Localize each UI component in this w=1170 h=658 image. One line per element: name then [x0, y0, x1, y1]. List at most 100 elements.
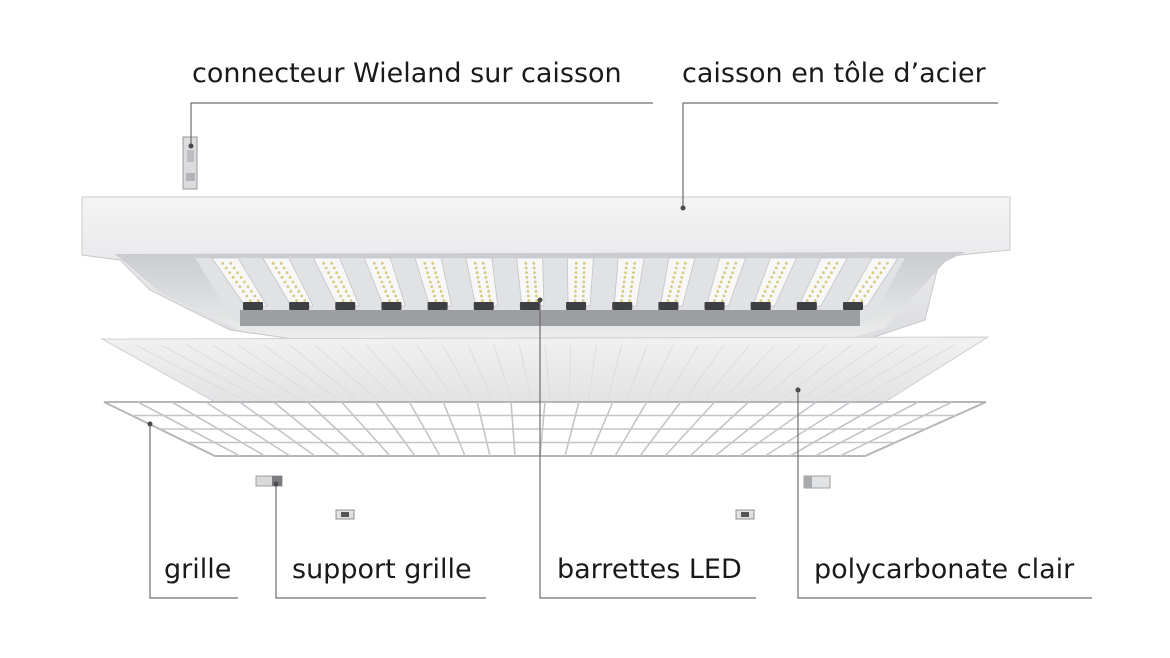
led-chip	[382, 266, 386, 270]
led-chip	[724, 289, 728, 293]
led-chip	[782, 266, 786, 270]
led-chip	[681, 271, 685, 275]
driver-block	[381, 302, 402, 310]
diffuser-rib	[314, 344, 376, 399]
led-chip	[435, 275, 439, 279]
led-chip	[675, 261, 679, 265]
led-chip	[239, 275, 243, 279]
led-chip	[670, 285, 673, 289]
led-chip	[719, 280, 723, 284]
leader-dot	[188, 143, 194, 149]
diffuser-rib	[519, 344, 531, 399]
led-bar	[312, 257, 360, 307]
leader-connector	[190, 102, 653, 146]
leader-support	[275, 484, 486, 599]
led-chip	[436, 280, 440, 284]
led-chip	[292, 294, 296, 298]
diffuser-rib	[821, 344, 904, 399]
led-chip	[876, 275, 880, 279]
led-chip	[759, 299, 763, 303]
led-chip	[628, 299, 631, 303]
leader-poly	[797, 390, 1092, 599]
led-chip	[768, 280, 771, 284]
diffuser-rib	[186, 344, 279, 399]
led-chip	[761, 294, 765, 298]
diffuser-rib	[743, 344, 802, 399]
led-chip	[283, 280, 287, 284]
led-chip	[349, 299, 353, 303]
label-polycarbonate: polycarbonate clair	[814, 554, 1075, 585]
led-chip	[672, 275, 676, 279]
driver-block	[704, 302, 725, 310]
led-chip	[271, 261, 275, 265]
led-chip	[433, 294, 436, 298]
led-chip	[475, 271, 479, 275]
led-bar	[566, 257, 594, 307]
leader-grille	[149, 424, 238, 599]
led-chip	[621, 289, 625, 293]
led-chip	[256, 299, 260, 303]
led-chip	[630, 280, 634, 284]
led-chip	[813, 285, 817, 289]
diffuser-rib	[646, 344, 674, 399]
led-chip	[295, 299, 299, 303]
led-chip	[631, 275, 635, 279]
led-chip	[297, 289, 301, 293]
led-chip	[423, 261, 427, 265]
led-chip	[228, 271, 232, 275]
led-chip	[624, 266, 628, 270]
diffuser-rib	[135, 344, 240, 399]
led-chip	[249, 289, 253, 293]
diffuser-rib	[627, 344, 648, 399]
led-chip	[813, 299, 817, 303]
led-chip	[476, 275, 480, 279]
led-bar	[798, 257, 848, 307]
leader-dot	[537, 297, 543, 303]
led-chip	[431, 289, 435, 293]
diffuser-rib	[467, 344, 493, 399]
led-chip	[527, 299, 531, 303]
led-chip	[378, 275, 382, 279]
led-chip	[286, 285, 290, 289]
led-chip	[765, 285, 769, 289]
led-chip	[288, 275, 292, 279]
led-chip	[632, 271, 635, 275]
led-chip	[824, 266, 828, 270]
led-chip	[816, 280, 820, 284]
led-chip	[866, 289, 870, 293]
led-chip	[582, 275, 586, 279]
led-chip	[243, 280, 246, 284]
led-chip	[424, 266, 428, 270]
led-chip	[253, 294, 257, 298]
led-chip	[294, 285, 298, 289]
leader-lines	[149, 102, 1092, 599]
led-chip	[488, 294, 491, 298]
led-chip	[622, 285, 625, 289]
led-chip	[574, 280, 578, 284]
led-chip	[827, 275, 831, 279]
led-chip	[386, 294, 390, 298]
led-chip	[769, 294, 773, 298]
led-chip	[478, 285, 482, 289]
led-chip	[774, 266, 778, 270]
leader-housing	[682, 102, 998, 208]
led-chip	[330, 261, 334, 265]
led-chip	[734, 261, 738, 265]
led-chip	[248, 299, 252, 303]
led-chip	[574, 271, 578, 275]
led-chip	[534, 289, 538, 293]
led-chip	[827, 261, 831, 265]
led-chip	[773, 285, 777, 289]
led-chip	[858, 289, 862, 293]
led-chip	[340, 280, 343, 284]
led-chip	[679, 280, 683, 284]
led-chip	[666, 299, 670, 303]
driver-block	[335, 302, 356, 310]
led-chip	[770, 275, 774, 279]
leader-dots	[147, 143, 801, 487]
led-chip	[535, 299, 539, 303]
led-chip	[811, 289, 815, 293]
led-chip	[277, 271, 281, 275]
led-chip	[772, 271, 776, 275]
